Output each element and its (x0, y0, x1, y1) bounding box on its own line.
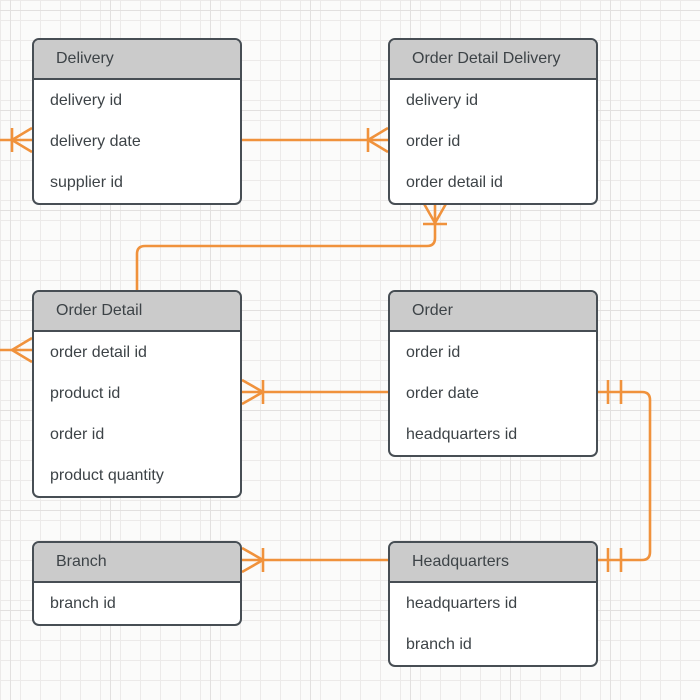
entity-field[interactable]: headquarters id (406, 426, 518, 443)
entity-field[interactable]: delivery id (406, 92, 479, 109)
entity-field[interactable]: order id (50, 426, 105, 443)
entity-field[interactable]: branch id (50, 595, 116, 612)
edge-orderdetaildelivery-orderdetail[interactable] (135, 201, 449, 290)
edge-offcanvas-orderdetail[interactable] (0, 336, 33, 364)
entity-title[interactable]: Order Detail Delivery (390, 40, 596, 80)
entity-delivery[interactable]: Delivery delivery id delivery date supplier… (32, 38, 242, 205)
entity-field[interactable]: product id (50, 385, 121, 402)
entity-field[interactable]: order detail id (406, 174, 503, 191)
entity-order-detail-delivery[interactable]: Order Detail Delivery delivery id order id… (388, 38, 598, 205)
entity-field[interactable]: branch id (406, 636, 472, 653)
edge-orderdetail-order[interactable] (241, 378, 388, 406)
entity-headquarters[interactable]: Headquarters headquarters id branch id (388, 541, 598, 667)
entity-title[interactable]: Headquarters (390, 543, 596, 583)
edge-order-headquarters[interactable] (598, 380, 652, 572)
entity-title[interactable]: Delivery (34, 40, 240, 80)
entity-field[interactable]: delivery id (50, 92, 123, 109)
entity-field[interactable]: order id (406, 133, 461, 150)
edge-offcanvas-delivery[interactable] (0, 126, 33, 154)
edge-branch-headquarters[interactable] (241, 546, 388, 574)
entity-order-detail[interactable]: Order Detail order detail id product id ord… (32, 290, 242, 498)
entity-field[interactable]: headquarters id (406, 595, 518, 612)
entity-field[interactable]: order detail id (50, 344, 147, 361)
entity-title[interactable]: Order Detail (34, 292, 240, 332)
entity-field[interactable]: delivery date (50, 133, 141, 150)
entity-field[interactable]: order id (406, 344, 461, 361)
entity-field[interactable]: product quantity (50, 467, 164, 484)
edge-delivery-orderdetaildelivery[interactable] (242, 126, 389, 154)
entity-order[interactable]: Order order id order date headquarters id (388, 290, 598, 457)
entity-title[interactable]: Order (390, 292, 596, 332)
entity-field[interactable]: order date (406, 385, 479, 402)
entity-field[interactable]: supplier id (50, 174, 123, 191)
entity-title[interactable]: Branch (34, 543, 240, 583)
entity-branch[interactable]: Branch branch id (32, 541, 242, 626)
